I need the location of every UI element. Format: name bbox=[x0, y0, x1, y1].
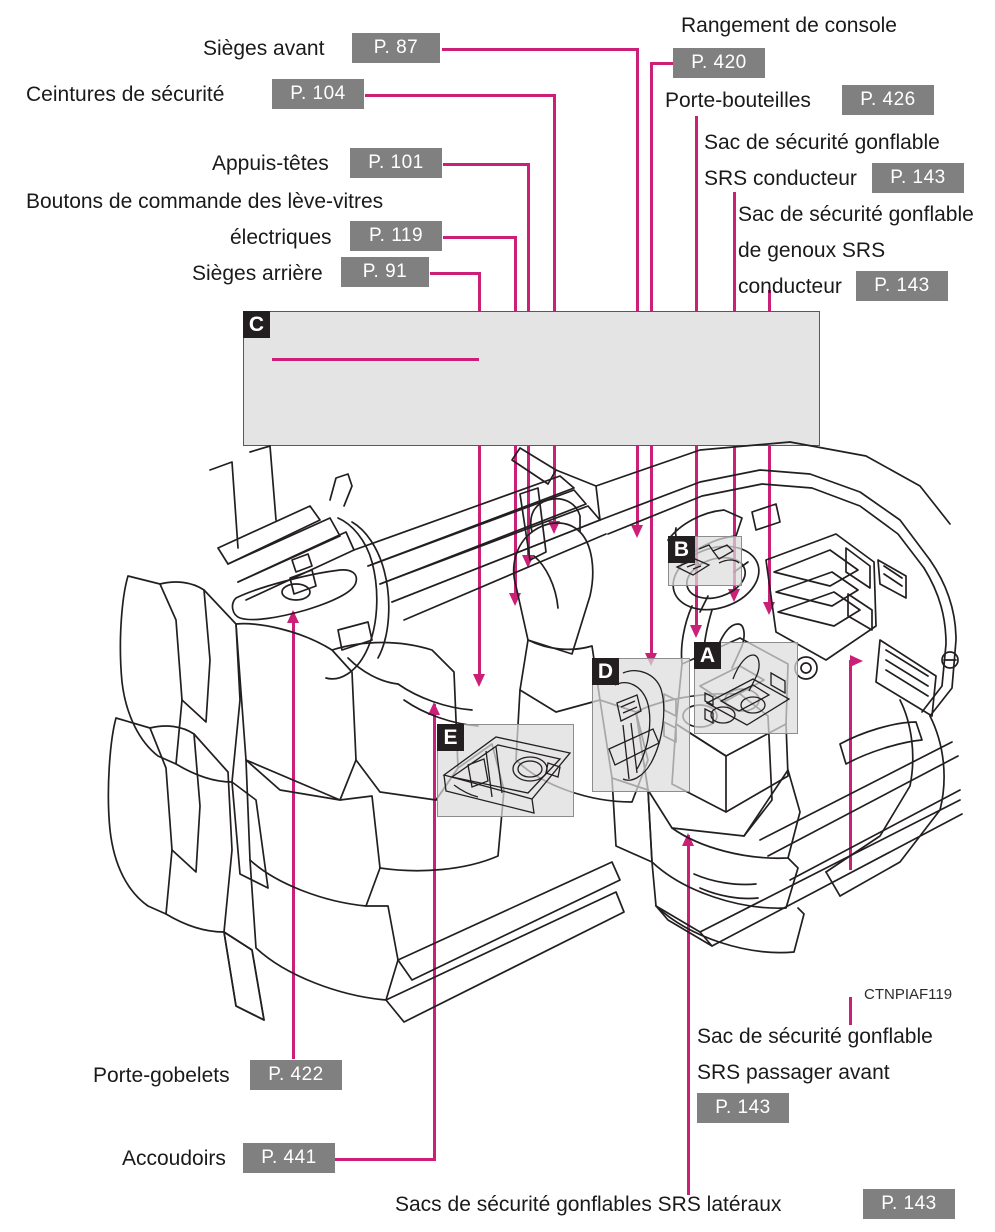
detail-d-art bbox=[608, 670, 665, 781]
badge-d: D bbox=[592, 658, 619, 685]
leader-levevitres-h bbox=[443, 236, 517, 239]
leader-airbag-genoux-v bbox=[768, 290, 771, 605]
badge-a: A bbox=[694, 642, 721, 669]
callout-label-porte-gobelets: Porte-gobelets bbox=[93, 1064, 230, 1087]
callout-label-airbag-conducteur-line1: Sac de sécurité gonflable bbox=[704, 131, 940, 154]
callout-label-ceintures: Ceintures de sécurité bbox=[26, 83, 225, 106]
callout-label-airbag-passager-line1: Sac de sécurité gonflable bbox=[697, 1025, 933, 1048]
badge-c: C bbox=[243, 311, 270, 338]
figure-code: CTNPIAF119 bbox=[864, 986, 953, 1003]
arrow-portebouteilles bbox=[690, 625, 702, 638]
leader-accoudoirs-v bbox=[433, 704, 436, 1160]
arrow-airbag-passager bbox=[850, 655, 863, 667]
leader-portegobelets-v bbox=[292, 612, 295, 1059]
callout-label-rangement-console: Rangement de console bbox=[681, 14, 897, 37]
page-ref-porte-gobelets[interactable]: P. 422 bbox=[250, 1060, 342, 1090]
page-ref-sieges-arriere[interactable]: P. 91 bbox=[341, 257, 429, 287]
leader-sieges-avant-v bbox=[636, 48, 639, 528]
detail-region-c bbox=[243, 311, 820, 446]
leader-siegesarriere-h bbox=[430, 272, 481, 275]
leader-siegesarriere-v bbox=[478, 272, 481, 677]
detail-e-art bbox=[442, 736, 572, 814]
arrow-siegesarriere bbox=[473, 674, 485, 687]
leader-sieges-avant-h bbox=[442, 48, 639, 51]
page-ref-ceintures[interactable]: P. 104 bbox=[272, 79, 364, 109]
callout-label-levevitres-line1: Boutons de commande des lève-vitres bbox=[26, 190, 384, 213]
leader-ceintures-v bbox=[553, 94, 556, 524]
badge-b: B bbox=[668, 536, 695, 563]
leader-accoudoirs-h bbox=[331, 1158, 436, 1161]
leader-airbag-passager-v2 bbox=[849, 660, 852, 870]
page-ref-airbags-lateraux[interactable]: P. 143 bbox=[863, 1189, 955, 1219]
badge-e: E bbox=[437, 724, 464, 751]
page-ref-airbag-genoux[interactable]: P. 143 bbox=[856, 271, 948, 301]
leader-airbags-lateraux-v bbox=[687, 835, 690, 1195]
callout-label-airbag-genoux-line2: de genoux SRS bbox=[738, 239, 886, 262]
callout-label-appuis-tetes: Appuis-têtes bbox=[212, 152, 329, 175]
callout-label-airbags-lateraux: Sacs de sécurité gonflables SRS latéraux bbox=[395, 1193, 782, 1216]
callout-label-airbag-genoux-line3: conducteur bbox=[738, 275, 842, 298]
page-ref-rangement-console[interactable]: P. 420 bbox=[673, 48, 765, 78]
page-ref-sieges-avant[interactable]: P. 87 bbox=[352, 33, 440, 63]
callout-label-airbag-genoux-line1: Sac de sécurité gonflable bbox=[738, 203, 974, 226]
page-ref-airbag-conducteur[interactable]: P. 143 bbox=[872, 163, 964, 193]
page-ref-airbag-passager[interactable]: P. 143 bbox=[697, 1093, 789, 1123]
arrow-sieges-avant bbox=[631, 525, 643, 538]
callout-label-sieges-avant: Sièges avant bbox=[203, 37, 325, 60]
detail-region-e bbox=[437, 724, 574, 817]
leader-c-h bbox=[272, 358, 479, 361]
leader-appuis-h bbox=[443, 163, 530, 166]
arrow-accoudoirs bbox=[428, 702, 440, 715]
callout-label-levevitres-line2: électriques bbox=[230, 226, 332, 249]
arrow-appuis bbox=[522, 555, 534, 568]
leader-rangement-h bbox=[651, 62, 674, 65]
callout-label-sieges-arriere: Sièges arrière bbox=[192, 262, 323, 285]
detail-a-art bbox=[704, 654, 791, 726]
page-ref-porte-bouteilles[interactable]: P. 426 bbox=[842, 85, 934, 115]
page-ref-accoudoirs[interactable]: P. 441 bbox=[243, 1143, 335, 1173]
callout-label-airbag-conducteur-line2: SRS conducteur bbox=[704, 167, 857, 190]
page-ref-levevitres[interactable]: P. 119 bbox=[350, 221, 442, 251]
leader-airbag-passager-v bbox=[849, 997, 852, 1025]
leader-ceintures-h bbox=[365, 94, 556, 97]
callout-label-accoudoirs: Accoudoirs bbox=[122, 1147, 226, 1170]
page-ref-appuis-tetes[interactable]: P. 101 bbox=[350, 148, 442, 178]
callout-label-porte-bouteilles: Porte-bouteilles bbox=[665, 89, 811, 112]
callout-label-airbag-passager-line2: SRS passager avant bbox=[697, 1061, 890, 1084]
